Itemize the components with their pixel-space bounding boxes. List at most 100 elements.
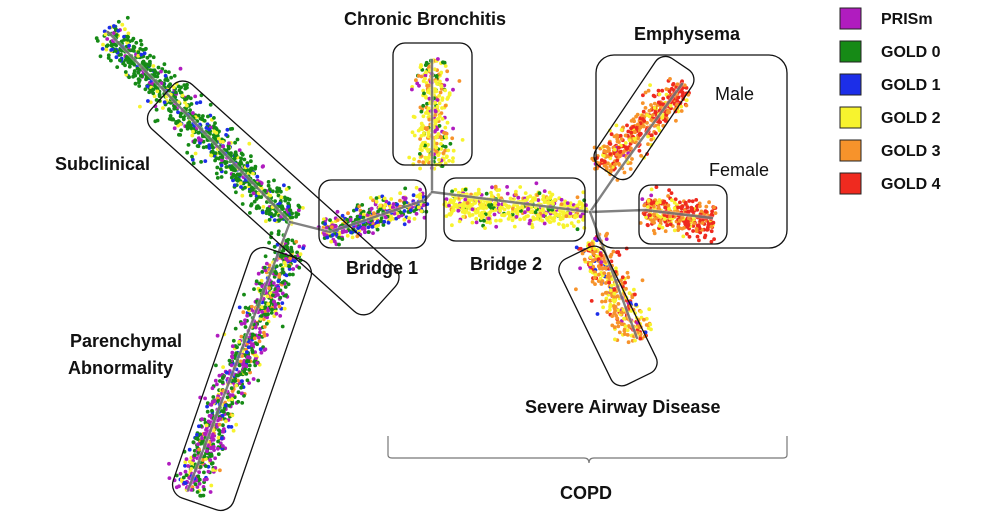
scatter-point: [121, 61, 125, 66]
scatter-point: [280, 324, 285, 329]
scatter-point: [398, 198, 402, 203]
scatter-point: [196, 130, 201, 135]
scatter-point: [202, 477, 207, 482]
scatter-point: [294, 214, 298, 219]
scatter-point: [280, 267, 285, 272]
scatter-point: [423, 73, 428, 78]
scatter-point: [418, 196, 422, 201]
scatter-point: [602, 271, 607, 275]
scatter-point: [477, 213, 482, 218]
scatter-point: [234, 190, 238, 195]
scatter-point: [686, 220, 690, 224]
scatter-point: [615, 158, 620, 163]
scatter-point: [456, 190, 461, 195]
scatter-point: [432, 90, 437, 94]
scatter-point: [487, 211, 491, 216]
scatter-point: [700, 221, 705, 225]
scatter-point: [224, 419, 228, 424]
scatter-point: [172, 106, 177, 111]
scatter-point: [134, 40, 139, 45]
scatter-point: [127, 64, 132, 69]
scatter-point: [460, 187, 465, 192]
scatter-point: [155, 89, 160, 94]
scatter-point: [444, 197, 449, 202]
scatter-point: [432, 67, 437, 72]
emphysema-box: [595, 54, 788, 249]
scatter-point: [183, 100, 187, 105]
scatter-point: [634, 302, 638, 307]
scatter-point: [604, 296, 609, 301]
scatter-point: [190, 157, 195, 162]
scatter-point: [178, 66, 183, 71]
scatter-point: [447, 158, 451, 163]
scatter-point: [533, 210, 538, 215]
scatter-point: [422, 91, 426, 96]
scatter-point: [529, 205, 534, 210]
scatter-point: [167, 108, 172, 113]
scatter-point: [221, 140, 225, 144]
scatter-point: [227, 141, 231, 146]
scatter-point: [419, 109, 424, 114]
scatter-point: [233, 379, 238, 383]
scatter-point: [657, 128, 662, 133]
scatter-point: [251, 171, 255, 176]
scatter-point: [635, 330, 640, 335]
scatter-point: [488, 220, 492, 225]
scatter-point: [437, 124, 442, 128]
scatter-point: [212, 448, 217, 452]
scatter-point: [259, 278, 264, 283]
scatter-point: [544, 211, 548, 216]
scatter-point: [445, 77, 449, 82]
scatter-point: [207, 414, 212, 418]
scatter-point: [612, 287, 617, 292]
scatter-point: [517, 206, 522, 211]
scatter-point: [516, 195, 521, 200]
scatter-point: [398, 191, 402, 196]
scatter-point: [169, 117, 174, 122]
scatter-point: [249, 154, 253, 159]
scatter-point: [612, 295, 617, 299]
scatter-point: [280, 301, 285, 305]
scatter-point: [386, 220, 391, 225]
scatter-point: [439, 142, 443, 146]
scatter-point: [514, 189, 518, 194]
scatter-point: [379, 216, 384, 220]
scatter-point: [284, 187, 289, 192]
scatter-point: [225, 395, 230, 400]
scatter-point: [143, 87, 148, 92]
scatter-point: [252, 287, 256, 291]
scatter-point: [445, 97, 450, 101]
scatter-point: [667, 206, 671, 211]
scatter-point: [148, 61, 152, 66]
scatter-point: [340, 237, 345, 242]
scatter-point: [177, 88, 182, 93]
scatter-point: [453, 187, 458, 192]
scatter-point: [221, 144, 226, 149]
scatter-point: [233, 326, 238, 331]
scatter-point: [125, 55, 129, 59]
scatter-point: [629, 146, 633, 151]
trajectory-line: [430, 190, 592, 214]
scatter-point: [618, 150, 622, 154]
scatter-point: [178, 471, 183, 476]
scatter-point: [557, 222, 561, 226]
scatter-point: [533, 205, 538, 210]
scatter-point: [609, 132, 614, 137]
scatter-point: [666, 95, 670, 100]
scatter-point: [627, 291, 632, 296]
scatter-point: [191, 129, 195, 134]
scatter-point: [207, 127, 212, 132]
scatter-point: [511, 206, 515, 211]
scatter-point: [710, 213, 715, 218]
scatter-point: [505, 191, 510, 196]
scatter-point: [122, 34, 126, 39]
scatter-point: [246, 345, 251, 350]
scatter-point: [622, 170, 627, 175]
scatter-point: [421, 103, 426, 108]
copd-brace: [387, 436, 788, 464]
scatter-point: [389, 214, 393, 219]
scatter-point: [623, 141, 628, 145]
scatter-point: [448, 141, 453, 146]
scatter-point: [224, 133, 229, 137]
scatter-point: [205, 409, 210, 414]
